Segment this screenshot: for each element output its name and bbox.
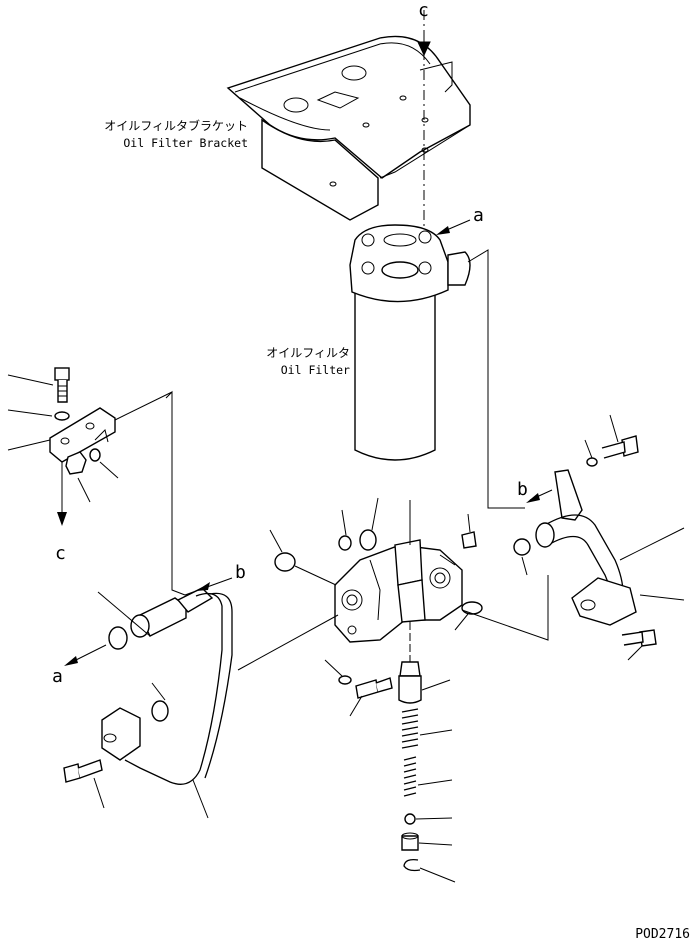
right-oil-pipe [535, 435, 657, 647]
ref-label-a-top: a [473, 205, 484, 226]
arrow-c-top [417, 30, 431, 57]
relief-valve-stack [398, 661, 422, 872]
valve-block [334, 539, 463, 643]
left-oil-pipe [63, 587, 233, 785]
ref-label-b-left: b [235, 562, 246, 583]
filter-label-jp: オイルフィルタ [266, 346, 350, 360]
ref-label-b-right: b [517, 479, 528, 500]
drawing-code: POD2716 [635, 927, 690, 942]
ref-label-a-left: a [52, 666, 63, 687]
oil-filter-bracket [226, 35, 471, 221]
oil-filter [349, 224, 471, 461]
filter-label-en: Oil Filter [281, 363, 350, 377]
ref-label-c-left: c [55, 543, 66, 564]
left-mounting-bracket [49, 367, 116, 475]
bracket-label-en: Oil Filter Bracket [123, 136, 248, 150]
ref-label-c-top: c [418, 0, 429, 21]
bracket-label-jp: オイルフィルタブラケット [104, 118, 248, 133]
